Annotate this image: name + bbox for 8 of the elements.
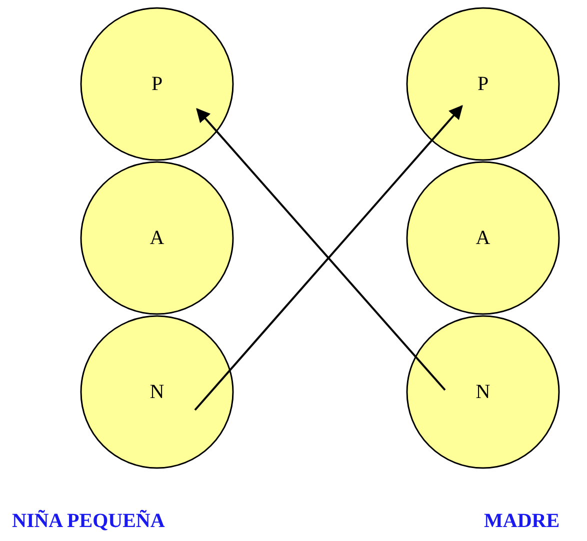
- node-label: A: [476, 226, 490, 250]
- node-label: N: [476, 380, 490, 404]
- node-label: P: [151, 72, 163, 96]
- node-label: N: [150, 380, 164, 404]
- node-label: A: [150, 226, 164, 250]
- column-label: NIÑA PEQUEÑA: [12, 510, 165, 533]
- node-label: P: [477, 72, 489, 96]
- column-label: MADRE: [484, 510, 560, 533]
